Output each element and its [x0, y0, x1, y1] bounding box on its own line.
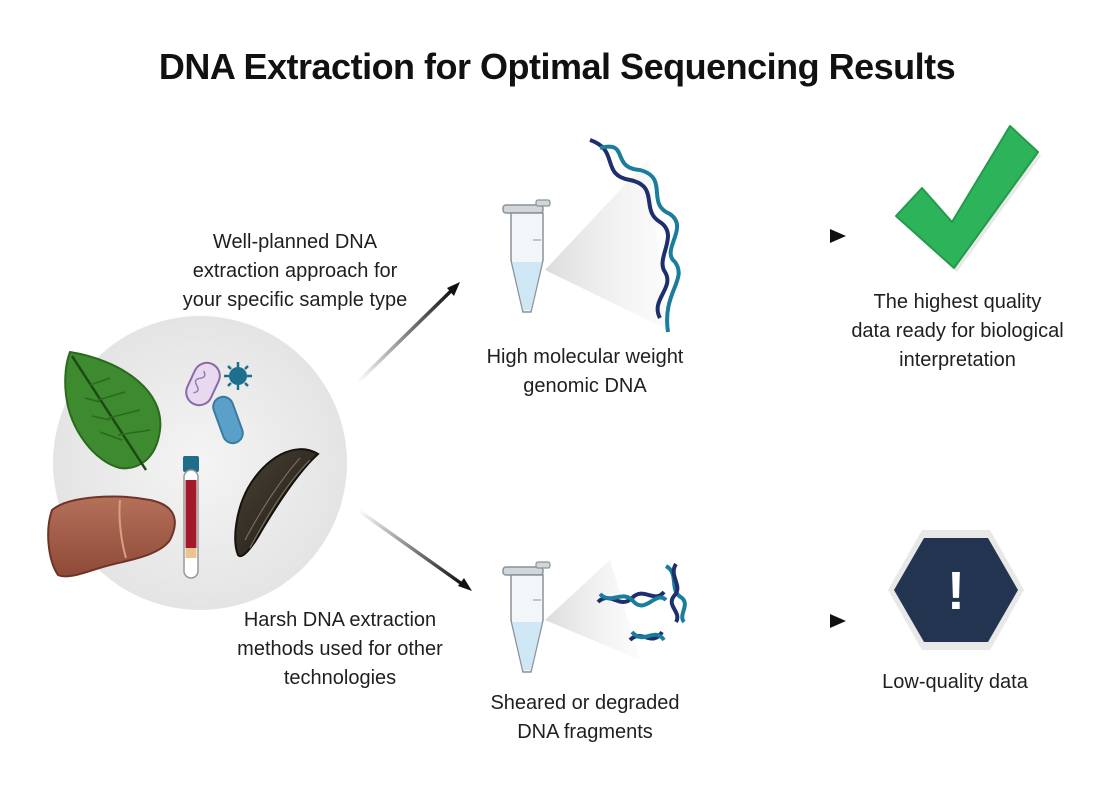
- bacteria-icon: [185, 361, 221, 407]
- arrow-to-fragments: [356, 508, 472, 591]
- low-quality-label: Low-quality data: [820, 668, 1090, 697]
- hmw-dna-line: High molecular weight: [486, 346, 684, 368]
- dna-fragments-icon: [596, 562, 687, 642]
- low-quality-line: Low-quality data: [882, 671, 1028, 693]
- high-quality-line: data ready for biological: [851, 320, 1064, 342]
- page-title: DNA Extraction for Optimal Sequencing Re…: [158, 46, 956, 87]
- arrowhead-icon: [458, 578, 472, 591]
- high-quality-line: interpretation: [899, 349, 1016, 371]
- arrow-to-hmw: [356, 282, 460, 384]
- top-method-line: extraction approach for: [192, 260, 398, 282]
- long-dna-icon: [589, 138, 681, 333]
- leaf-icon: [64, 350, 162, 471]
- fragments-line: DNA fragments: [517, 721, 653, 743]
- fragments-label: Sheared or degraded DNA fragments: [440, 689, 730, 747]
- arrowhead-icon: [830, 229, 846, 243]
- hmw-tube-icon: [502, 160, 668, 330]
- blood-tube-icon: [183, 456, 199, 579]
- top-method-line: Well-planned DNA: [212, 231, 378, 253]
- virus-icon: [224, 362, 252, 390]
- arrow-to-high-quality: [705, 229, 846, 243]
- magnify-cone: [545, 560, 640, 660]
- bottom-method-line: Harsh DNA extraction: [243, 609, 437, 631]
- fragments-line: Sheared or degraded: [490, 692, 680, 714]
- hmw-dna-line: genomic DNA: [523, 375, 647, 397]
- top-method-line: your specific sample type: [182, 289, 408, 311]
- checkmark-icon: [895, 125, 1041, 272]
- rod-bacterium-icon: [212, 395, 244, 445]
- bottom-method-line: methods used for other: [237, 638, 443, 660]
- fragments-tube-icon: [502, 560, 640, 673]
- bottom-method-label: Harsh DNA extraction methods used for ot…: [195, 606, 485, 693]
- warning-symbol: !: [947, 561, 965, 621]
- mussel-icon: [234, 448, 320, 558]
- arrowhead-icon: [830, 614, 846, 628]
- bottom-method-line: technologies: [283, 667, 397, 689]
- high-quality-label: The highest quality data ready for biolo…: [810, 288, 1105, 375]
- liver-icon: [47, 495, 176, 578]
- arrow-to-low-quality: [705, 614, 846, 628]
- top-method-label: Well-planned DNA extraction approach for…: [150, 228, 440, 315]
- magnify-cone: [545, 160, 668, 330]
- warning-hexagon-icon: !: [888, 530, 1024, 650]
- sample-sources-group: [47, 316, 347, 610]
- high-quality-line: The highest quality: [873, 291, 1042, 313]
- hmw-dna-label: High molecular weight genomic DNA: [440, 343, 730, 401]
- arrowhead-icon: [447, 282, 460, 296]
